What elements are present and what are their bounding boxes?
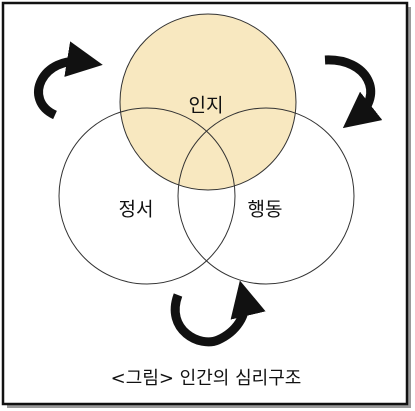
label-emotion: 정서 [118,198,154,221]
cycle-arrow-left [34,41,103,120]
diagram-caption: <그림> 인간의 심리구조 [110,368,302,389]
circle-cognition [119,13,297,191]
cycle-arrow-bottom [170,280,266,347]
label-cognition: 인지 [188,94,224,117]
circle-behavior [177,107,355,285]
cycle-arrow-right [324,55,383,129]
label-behavior: 행동 [247,198,283,221]
circle-emotion [58,107,236,285]
